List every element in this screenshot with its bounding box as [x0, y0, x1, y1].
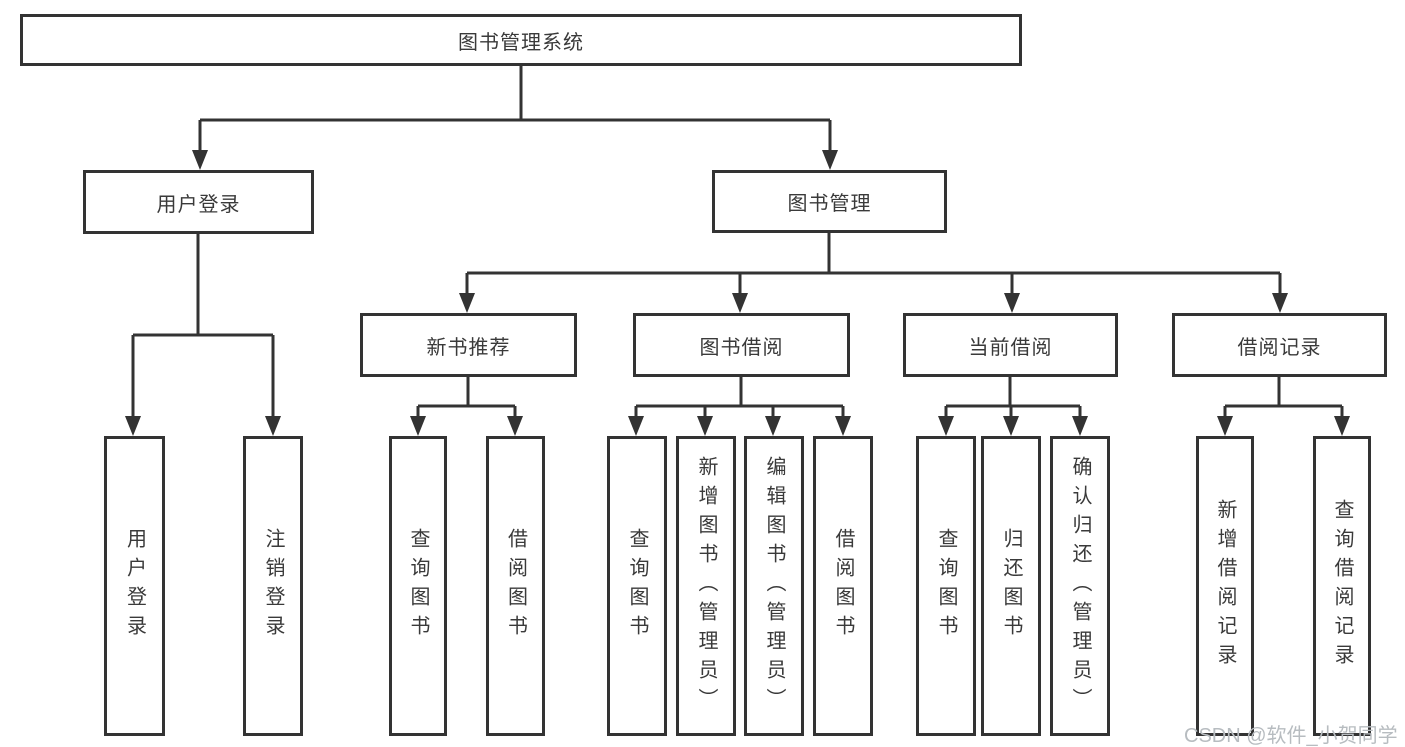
node-user-login: 用户登录	[83, 170, 314, 234]
node-book-management: 图书管理	[712, 170, 947, 233]
connector-user-login-split	[131, 234, 275, 418]
node-current-borrowing-label: 当前借阅	[968, 336, 1053, 359]
node-current-borrowing: 当前借阅	[903, 313, 1118, 377]
connector-book-borrow-split	[634, 377, 845, 418]
node-root: 图书管理系统	[20, 14, 1022, 66]
leaf-add-book-admin-label: 新增图书（管理员）	[695, 455, 717, 717]
leaf-borrow-books-borrow: 借阅图书	[813, 436, 873, 736]
leaf-borrow-books-borrow-label: 借阅图书	[832, 528, 854, 644]
leaf-query-books-current: 查询图书	[916, 436, 976, 736]
arrowheads	[125, 150, 1350, 436]
leaf-add-book-admin: 新增图书（管理员）	[676, 436, 736, 736]
node-book-borrowing: 图书借阅	[633, 313, 850, 377]
node-book-management-label: 图书管理	[787, 193, 872, 215]
node-new-book-recommendation: 新书推荐	[360, 313, 577, 377]
leaf-confirm-return-admin-label: 确认归还（管理员）	[1069, 455, 1091, 717]
connector-new-book-split	[416, 377, 517, 418]
node-new-book-recommendation-label: 新书推荐	[426, 336, 511, 359]
node-book-borrowing-label: 图书借阅	[699, 336, 784, 359]
leaf-logout: 注销登录	[243, 436, 303, 736]
leaf-query-books-borrow-label: 查询图书	[626, 528, 648, 644]
leaf-add-borrow-record-label: 新增借阅记录	[1214, 499, 1236, 673]
leaf-borrow-books-recommend: 借阅图书	[486, 436, 545, 736]
connector-root-split	[198, 66, 832, 152]
leaf-user-login-label: 用户登录	[123, 528, 146, 644]
node-root-label: 图书管理系统	[458, 31, 584, 54]
connector-book-management-split	[465, 233, 1282, 295]
connector-current-borrow-split	[944, 377, 1082, 418]
connector-borrow-record-split	[1223, 377, 1344, 418]
leaf-add-borrow-record: 新增借阅记录	[1196, 436, 1254, 736]
leaf-query-books-current-label: 查询图书	[935, 528, 957, 644]
leaf-query-books-recommend-label: 查询图书	[407, 528, 429, 644]
leaf-borrow-books-recommend-label: 借阅图书	[504, 528, 527, 644]
leaf-edit-book-admin-label: 编辑图书（管理员）	[763, 455, 785, 717]
node-user-login-label: 用户登录	[156, 193, 241, 216]
leaf-user-login: 用户登录	[104, 436, 165, 736]
leaf-query-books-recommend: 查询图书	[389, 436, 447, 736]
leaf-return-book-label: 归还图书	[1000, 528, 1022, 644]
node-borrowing-records-label: 借阅记录	[1237, 336, 1322, 359]
leaf-return-book: 归还图书	[981, 436, 1041, 736]
watermark: CSDN @软件_小贺同学	[1184, 725, 1398, 747]
node-borrowing-records: 借阅记录	[1172, 313, 1387, 377]
leaf-query-books-borrow: 查询图书	[607, 436, 667, 736]
leaf-edit-book-admin: 编辑图书（管理员）	[744, 436, 804, 736]
leaf-query-borrow-record-label: 查询借阅记录	[1331, 499, 1353, 673]
leaf-logout-label: 注销登录	[262, 528, 284, 644]
leaf-query-borrow-record: 查询借阅记录	[1313, 436, 1371, 736]
leaf-confirm-return-admin: 确认归还（管理员）	[1050, 436, 1110, 736]
